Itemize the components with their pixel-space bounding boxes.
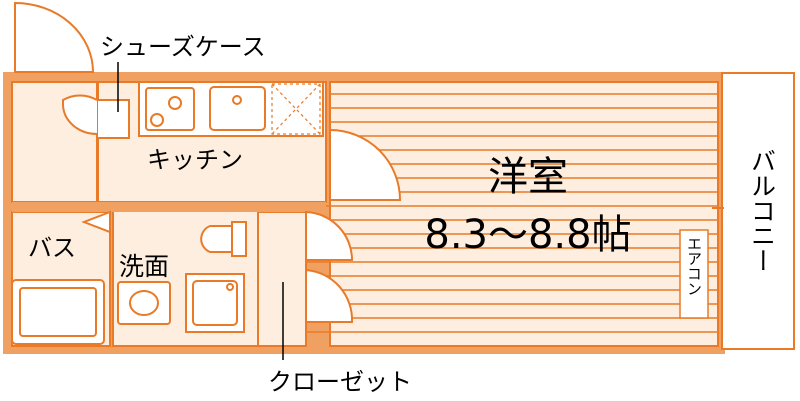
bath-door [81,210,111,234]
mid-wall [12,202,326,212]
aircon-label: エアコン [685,236,703,296]
closet-label: クローゼット [268,368,412,396]
western-room-floor [329,81,719,347]
washroom-label: 洗面 [119,252,169,281]
laundry-space [185,273,245,333]
bath-label: バス [28,234,76,262]
kitchen-label: キッチン [147,146,243,174]
entrance-door [14,1,95,73]
shoe-case-label: シューズケース [100,33,266,61]
balcony-area [721,72,795,350]
fridge-space [271,83,321,135]
balcony-label: バルコニー [748,148,777,273]
closet-floor [257,211,307,347]
closet-doors [305,210,354,323]
room-name: 洋室 [488,154,568,200]
balcony-window [712,130,724,290]
floor-stripes [306,93,718,333]
aircon-unit [679,229,709,319]
shoe-case [62,94,130,139]
room-door [329,128,402,201]
bathtub [11,279,105,345]
kitchen-counter [138,81,324,137]
wash-basin [117,281,171,325]
toilet [200,221,247,257]
room-size: 8.3〜8.8帖 [424,212,631,258]
